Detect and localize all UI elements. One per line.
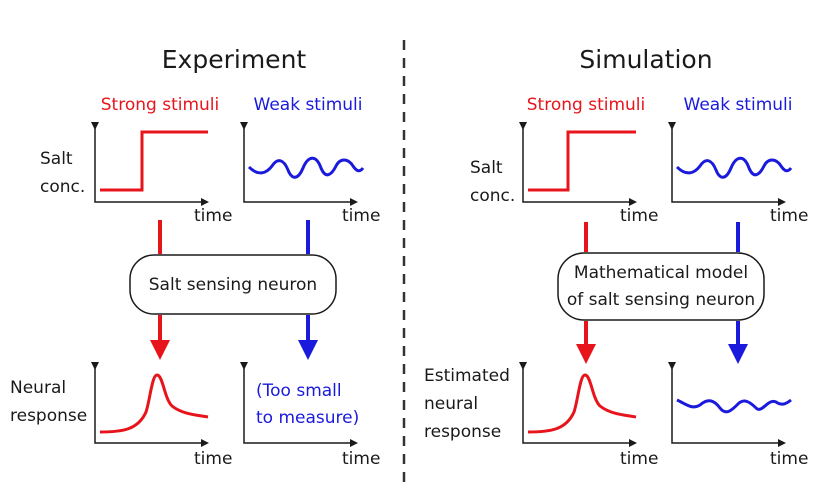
response-signal: [676, 398, 792, 414]
simulation-response-ylabel-line3: response: [424, 422, 501, 442]
wavy-signal: [247, 156, 365, 179]
model-box-label-line2: of salt sensing neuron: [567, 290, 755, 310]
time-label: time: [194, 449, 232, 469]
simulation-weak-response-plot: time: [668, 362, 808, 469]
axes: [240, 122, 358, 206]
experiment-strong-input-plot: time: [91, 122, 232, 226]
experiment-input-ylabel-line1: Salt: [40, 149, 73, 169]
strong-arrow-head: [576, 344, 596, 364]
response-signal: [99, 373, 209, 434]
weak-arrow-head: [298, 340, 318, 360]
axes: [519, 122, 637, 206]
weak-arrow-head: [728, 344, 748, 364]
simulation-weak-input-plot: time: [668, 122, 808, 226]
response-signal: [527, 373, 637, 434]
time-label: time: [342, 206, 380, 226]
experiment-weak-response-plot: (Too small to measure) time: [240, 362, 380, 469]
strong-arrow-head: [150, 340, 170, 360]
axes: [519, 362, 637, 447]
simulation-strong-input-plot: time: [519, 122, 658, 226]
axes: [240, 362, 358, 447]
simulation-input-ylabel-line1: Salt: [470, 158, 503, 178]
time-label: time: [770, 449, 808, 469]
time-label: time: [620, 206, 658, 226]
too-small-line1: (Too small: [256, 381, 342, 401]
mathematical-model-box: [557, 252, 765, 321]
simulation-title: Simulation: [579, 45, 712, 74]
simulation-section: Simulation Strong stimuli Weak stimuli S…: [424, 45, 808, 469]
axes: [91, 362, 209, 447]
step-signal: [100, 130, 208, 192]
simulation-response-ylabel-line2: neural: [424, 394, 478, 414]
step-signal: [528, 130, 636, 192]
experiment-weak-label: Weak stimuli: [254, 95, 363, 115]
simulation-weak-label: Weak stimuli: [684, 95, 793, 115]
experiment-section: Experiment Strong stimuli Weak stimuli S…: [10, 45, 380, 469]
time-label: time: [620, 449, 658, 469]
time-label: time: [770, 206, 808, 226]
axes: [91, 122, 209, 206]
simulation-input-ylabel-line2: conc.: [470, 186, 515, 206]
simulation-strong-response-plot: time: [519, 362, 658, 469]
experiment-strong-response-plot: time: [91, 362, 232, 469]
time-label: time: [342, 449, 380, 469]
too-small-line2: to measure): [256, 408, 359, 428]
time-label: time: [194, 206, 232, 226]
neuron-box-label: Salt sensing neuron: [149, 275, 317, 295]
experiment-input-ylabel-line2: conc.: [40, 177, 85, 197]
experiment-response-ylabel-line1: Neural: [10, 378, 66, 398]
wavy-signal: [675, 156, 793, 179]
experiment-title: Experiment: [162, 45, 307, 74]
axes: [668, 362, 786, 447]
experiment-response-ylabel-line2: response: [10, 406, 87, 426]
axes: [668, 122, 786, 206]
experiment-weak-input-plot: time: [240, 122, 380, 226]
model-box-label-line1: Mathematical model: [574, 263, 748, 283]
salt-sensing-neuron-box: [129, 254, 337, 315]
simulation-response-ylabel-line1: Estimated: [424, 366, 510, 386]
simulation-strong-label: Strong stimuli: [527, 95, 645, 115]
experiment-strong-label: Strong stimuli: [101, 95, 219, 115]
